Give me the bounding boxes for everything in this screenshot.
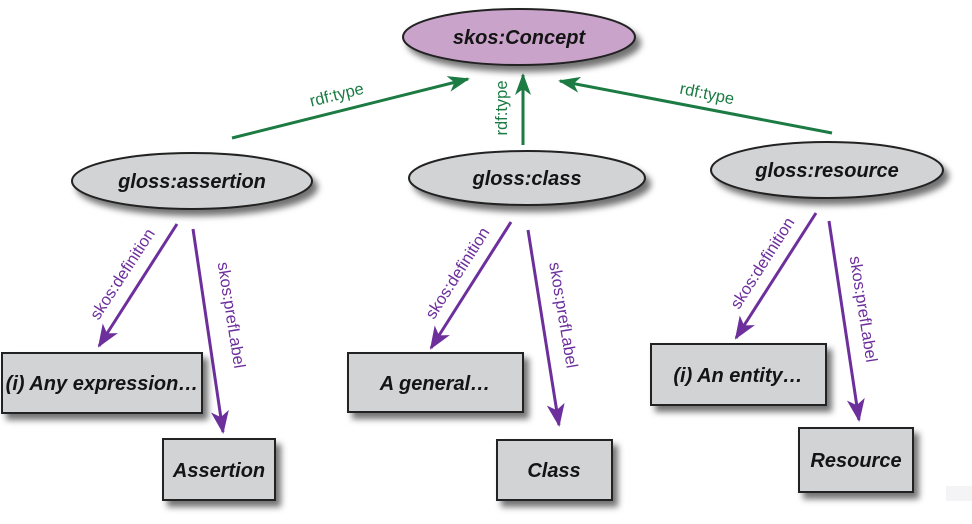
edge-label-preflabel-middle: skos:prefLabel	[545, 261, 580, 370]
gloss-assertion-ellipse	[71, 152, 313, 210]
edge-line-resource-definition	[734, 212, 818, 340]
edge-class-preflabel: skos:prefLabel	[526, 229, 581, 427]
gloss-class-label: gloss:class	[472, 168, 582, 190]
box-resource-preflabel: Resource	[798, 427, 914, 493]
gloss-resource-ellipse	[710, 141, 944, 199]
class-preflabel-label: Class	[527, 460, 580, 482]
gloss-resource-label: gloss:resource	[754, 160, 898, 182]
edge-line-assertion-rdftype	[231, 76, 470, 140]
edge-line-class-preflabel	[526, 229, 565, 427]
gloss-assertion-label: gloss:assertion	[117, 171, 266, 193]
class-definition-rect	[347, 352, 524, 413]
edge-line-resource-preflabel	[827, 220, 865, 422]
box-class-definition: A general…	[347, 352, 524, 413]
box-resource-definition: (i) An entity…	[650, 343, 827, 406]
box-class-preflabel: Class	[496, 439, 613, 501]
assertion-preflabel-label: Assertion	[172, 460, 265, 482]
edge-label-rdftype-middle: rdf:type	[493, 80, 511, 135]
edge-label-preflabel-left: skos:prefLabel	[214, 261, 249, 370]
edge-line-class-definition	[429, 221, 513, 350]
node-gloss-resource: gloss:resource	[710, 141, 944, 199]
edge-class-rdftype: rdf:type	[493, 73, 531, 145]
cropped-fragment	[946, 486, 972, 501]
edge-label-preflabel-right: skos:prefLabel	[846, 255, 881, 364]
node-skos-concept: skos:Concept	[402, 8, 636, 66]
edge-line-assertion-preflabel	[191, 228, 229, 434]
edge-assertion-definition: skos:definition	[87, 223, 179, 348]
assertion-definition-label: (i) Any expression…	[6, 373, 199, 395]
edge-resource-preflabel: skos:prefLabel	[827, 220, 881, 422]
edge-line-assertion-definition	[97, 223, 179, 348]
resource-preflabel-label: Resource	[810, 450, 901, 472]
skos-concept-label: skos:Concept	[453, 27, 587, 49]
node-gloss-assertion: gloss:assertion	[71, 152, 313, 210]
edge-line-resource-rdftype	[558, 76, 833, 135]
box-assertion-definition: (i) Any expression…	[1, 352, 203, 414]
resource-definition-rect	[650, 343, 827, 406]
skos-concept-ellipse	[402, 8, 636, 66]
gloss-class-ellipse	[408, 150, 646, 206]
node-gloss-class: gloss:class	[408, 150, 646, 206]
class-preflabel-rect	[496, 439, 613, 501]
resource-preflabel-rect	[798, 427, 914, 493]
edge-assertion-rdftype: rdf:type	[231, 76, 470, 140]
edge-class-definition: skos:definition	[422, 221, 513, 350]
assertion-definition-rect	[1, 352, 203, 414]
edge-resource-definition: skos:definition	[727, 212, 818, 340]
assertion-preflabel-rect	[162, 438, 276, 501]
resource-definition-label: (i) An entity…	[673, 365, 802, 387]
box-assertion-preflabel: Assertion	[162, 438, 276, 501]
class-definition-label: A general…	[379, 373, 490, 395]
edge-resource-rdftype: rdf:type	[558, 76, 833, 135]
